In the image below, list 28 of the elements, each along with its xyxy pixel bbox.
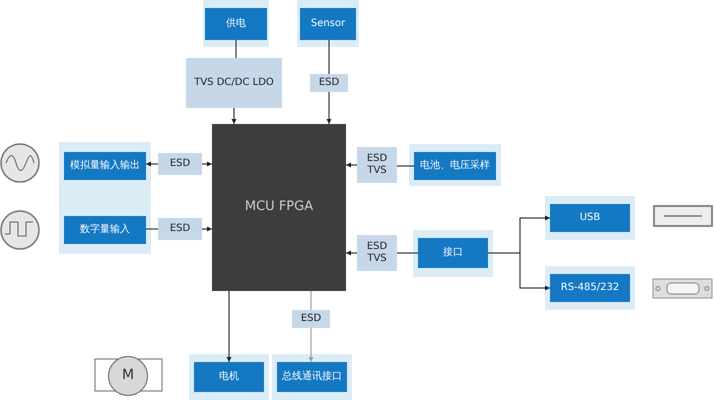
motor-symbol: M [108,356,148,396]
function-block: 接口 [418,238,488,268]
connector-arrow [232,108,236,124]
connector-arrow [346,250,358,256]
function-block: 电机 [194,362,264,392]
function-block: 模拟量输入输出 [64,152,146,180]
connector-arrow [308,328,314,362]
function-block: 供电 [205,8,267,40]
connector-arrow [202,226,212,232]
function-block: Sensor [300,8,356,40]
connector-arrow [326,92,332,124]
protection-block: ESD [158,218,202,240]
protection-block: ESD TVS [357,235,397,271]
connector-arrow [346,162,358,168]
function-block: 电池、电压采样 [414,152,496,180]
connector-arrow [202,162,212,166]
connector-arrow [146,162,158,166]
function-block: USB [550,204,630,232]
function-block: RS-485/232 [550,274,630,302]
processor-block: MCU FPGA [212,124,346,291]
protection-block: TVS DC/DC LDO [186,58,282,108]
protection-block: ESD TVS [357,147,397,183]
protection-block: ESD [158,153,202,175]
protection-block: ESD [310,74,348,92]
protection-block: ESD [292,310,330,328]
function-block: 总线通讯接口 [277,362,347,392]
connector-arrow [226,290,232,362]
function-block: 数字量输入 [64,216,146,244]
